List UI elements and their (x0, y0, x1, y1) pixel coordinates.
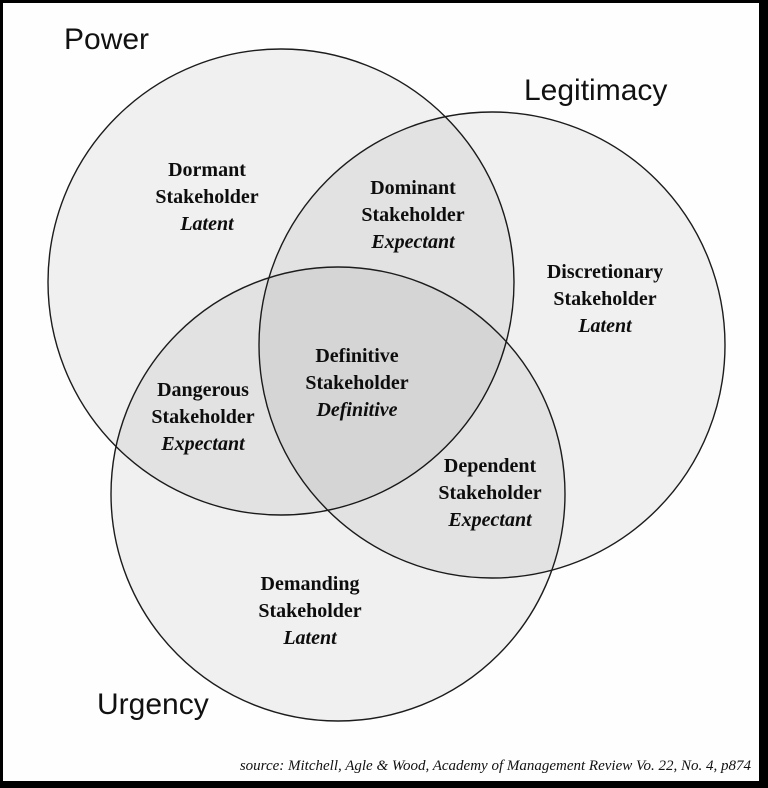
region-title-line: Stakeholder (553, 288, 657, 310)
region-salience-label: Expectant (161, 433, 245, 455)
region-salience-label: Latent (283, 627, 337, 649)
region-definitive-stakeholder: Definitive Stakeholder Definitive (305, 343, 408, 424)
region-demanding-stakeholder: Demanding Stakeholder Latent (258, 571, 361, 652)
region-title-line: Stakeholder (305, 372, 409, 394)
region-salience-label: Expectant (371, 231, 455, 253)
region-salience-label: Expectant (448, 509, 532, 531)
region-title-line: Discretionary (546, 261, 664, 283)
region-salience-label: Latent (180, 213, 234, 235)
region-dormant-stakeholder: Dormant Stakeholder Latent (155, 157, 258, 238)
region-title-line: Stakeholder (155, 186, 259, 208)
region-title-line: Stakeholder (361, 204, 465, 226)
region-dangerous-stakeholder: Dangerous Stakeholder Expectant (151, 377, 254, 458)
power-circle (47, 48, 515, 516)
region-title-line: Stakeholder (151, 406, 255, 428)
region-title-line: Dormant (168, 159, 246, 181)
region-title-line: Definitive (315, 345, 399, 367)
region-salience-label: Definitive (316, 399, 398, 421)
urgency-set-label: Urgency (97, 688, 209, 721)
region-title-line: Dangerous (157, 379, 249, 401)
region-title-line: Stakeholder (258, 600, 362, 622)
region-title-line: Dominant (370, 177, 456, 199)
legitimacy-circle (258, 111, 726, 579)
source-citation: source: Mitchell, Agle & Wood, Academy o… (239, 758, 751, 774)
urgency-circle (110, 266, 566, 722)
legitimacy-set-label: Legitimacy (524, 74, 668, 107)
region-title-line: Dependent (443, 455, 537, 477)
region-discretionary-stakeholder: Discretionary Stakeholder Latent (547, 259, 663, 340)
region-dominant-stakeholder: Dominant Stakeholder Expectant (361, 175, 464, 256)
region-title-line: Demanding (260, 573, 360, 595)
region-title-line: Stakeholder (438, 482, 542, 504)
venn-diagram (47, 48, 726, 722)
region-salience-label: Latent (578, 315, 632, 337)
power-set-label: Power (64, 23, 150, 56)
region-dependent-stakeholder: Dependent Stakeholder Expectant (438, 453, 541, 534)
